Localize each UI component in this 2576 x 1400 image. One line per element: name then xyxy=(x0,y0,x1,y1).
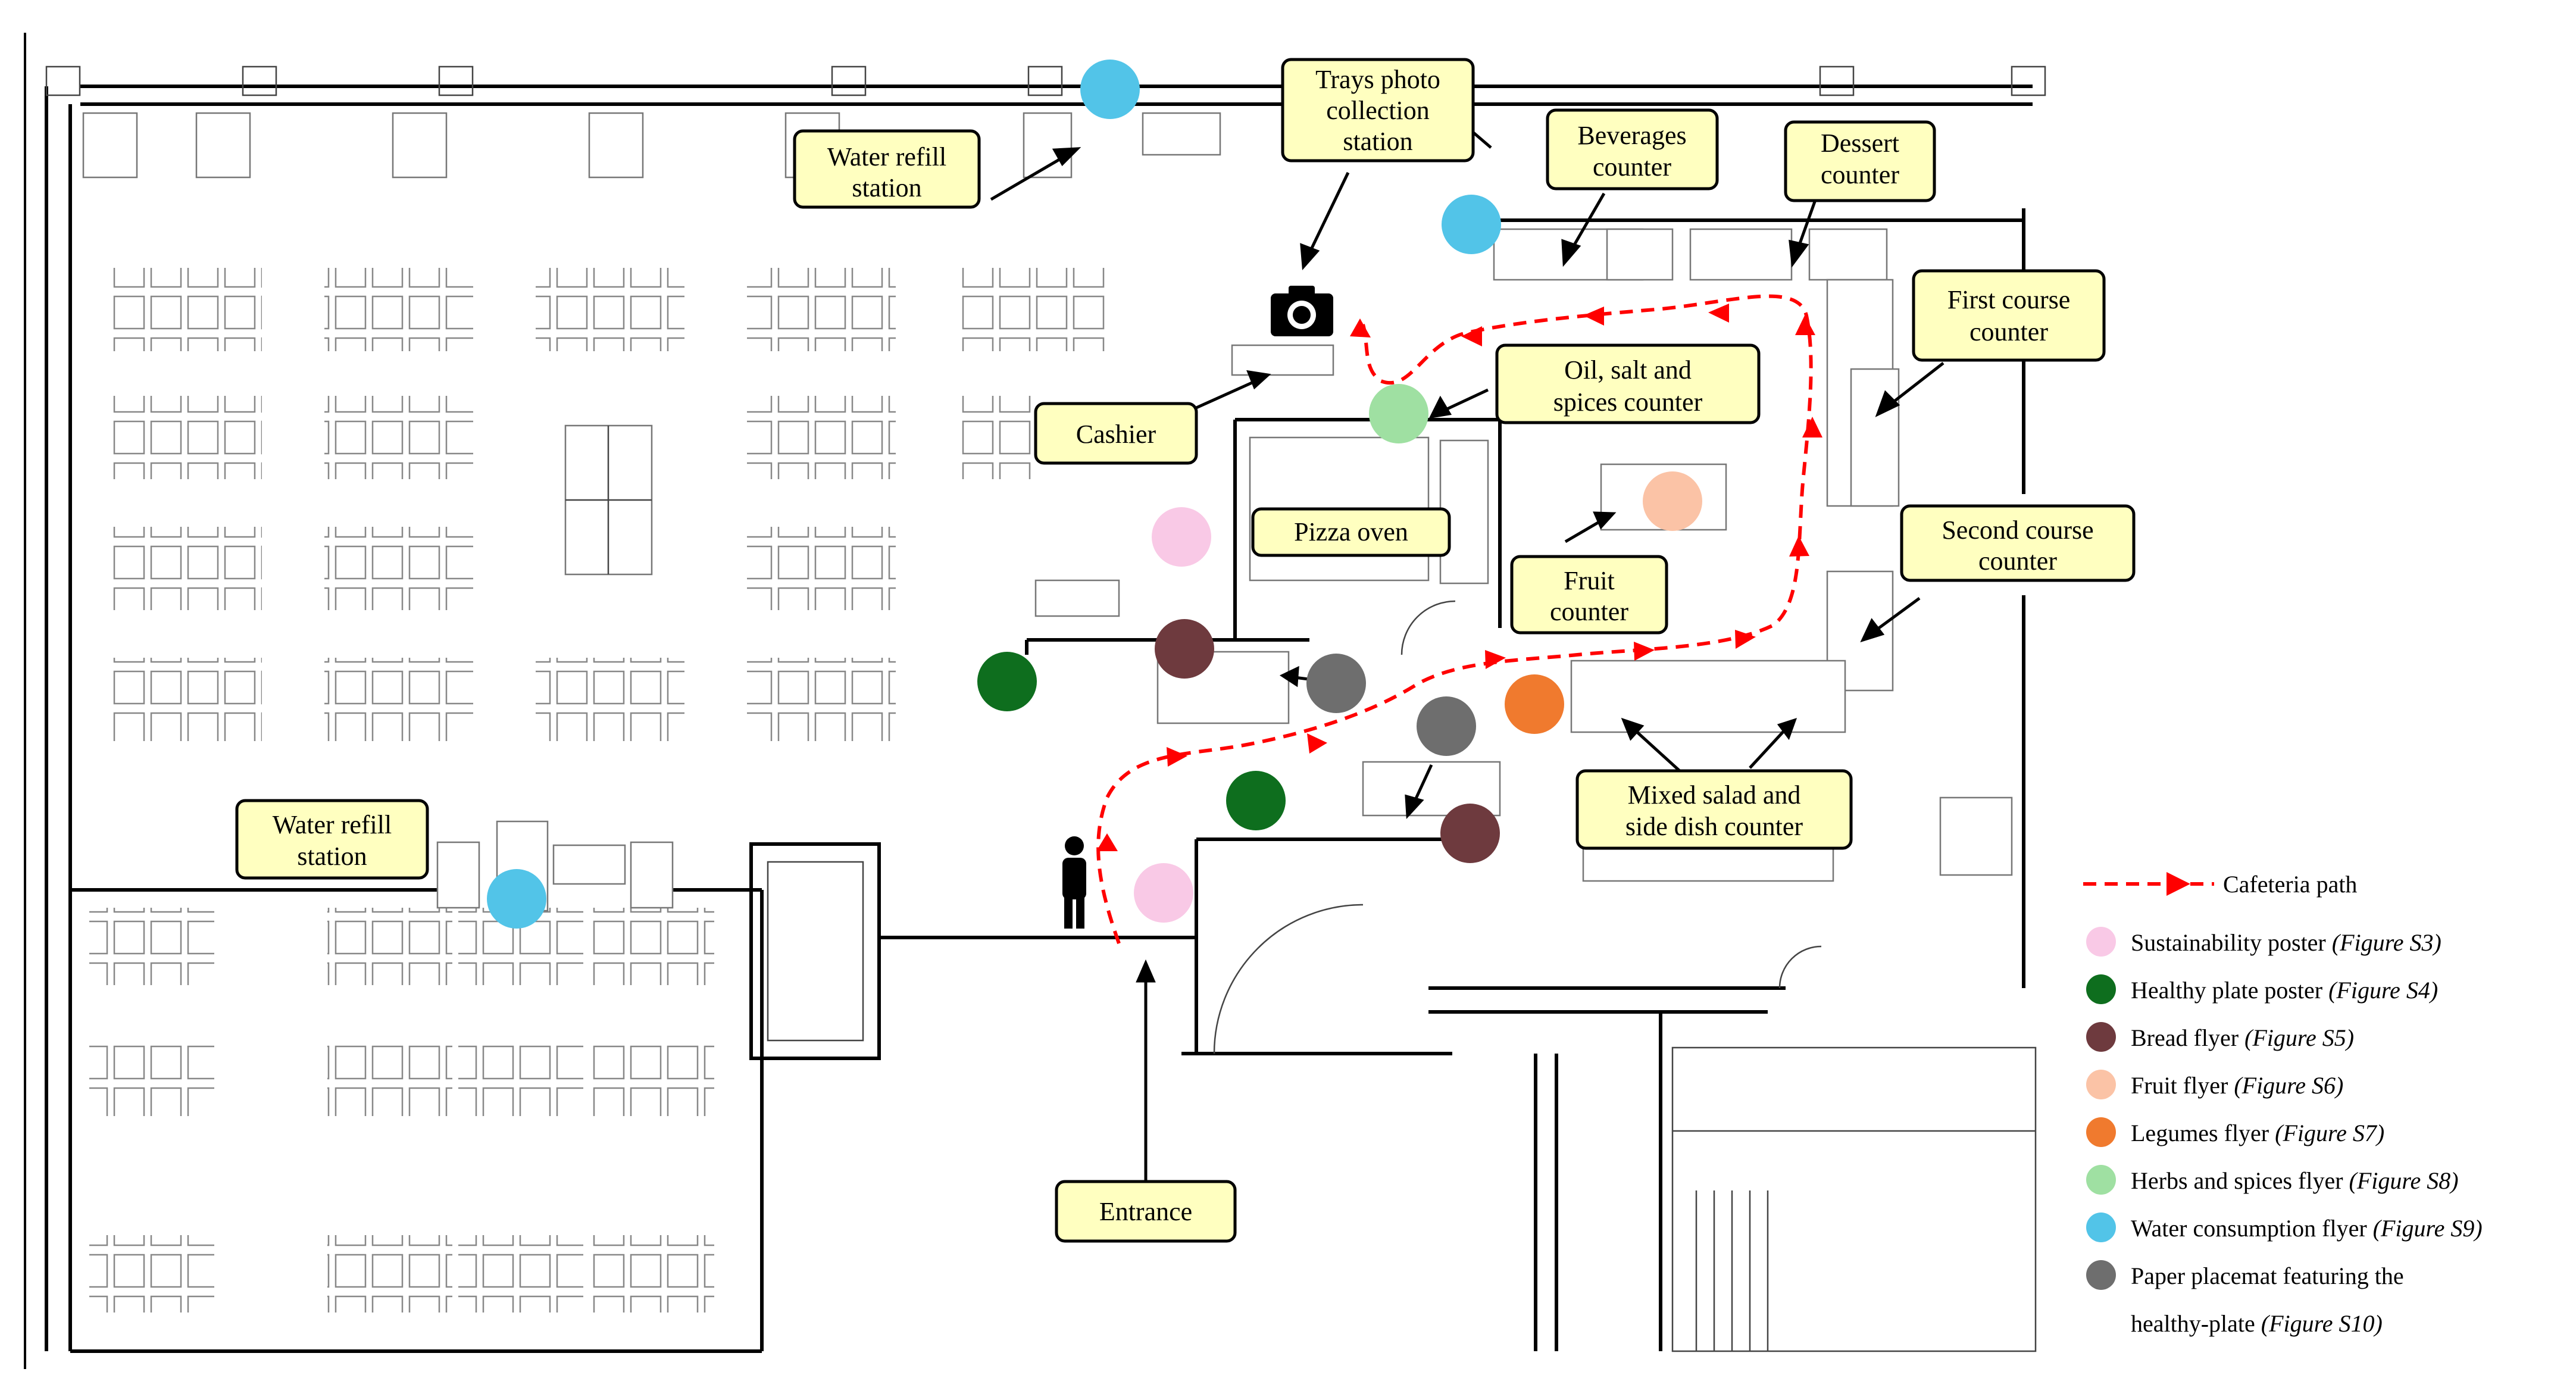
legend: Cafeteria path Sustainability poster (Fi… xyxy=(2083,871,2483,1337)
label-first-course: First course counter xyxy=(1912,269,2106,362)
label-water-refill-top: Water refill station xyxy=(793,129,981,209)
healthy-plate-poster-marker xyxy=(977,652,1037,711)
legend-swatch xyxy=(2086,1117,2116,1147)
svg-text:Healthy plate poster (Figure S: Healthy plate poster (Figure S4) xyxy=(2131,977,2438,1004)
legend-item-paper-placemat: Paper placemat featuring the healthy-pla… xyxy=(2086,1260,2404,1337)
label-oil-salt: Oil, salt and spices counter xyxy=(1495,343,1761,424)
fruit-flyer-marker xyxy=(1643,471,1702,531)
label-water-refill-left: Water refill station xyxy=(235,799,429,880)
pointer-arrows xyxy=(990,129,1944,1185)
cafeteria-path xyxy=(1096,294,1822,944)
sustainability-poster-marker xyxy=(1152,507,1211,567)
svg-text:counter: counter xyxy=(1593,152,1671,182)
legend-swatch xyxy=(2086,1165,2116,1195)
legumes-flyer-marker xyxy=(1505,674,1564,734)
legend-item-water-consumption-flyer: Water consumption flyer (Figure S9) xyxy=(2086,1212,2483,1242)
svg-text:Beverages: Beverages xyxy=(1577,121,1686,150)
svg-text:station: station xyxy=(1343,127,1412,156)
legend-item-healthy-plate-poster: Healthy plate poster (Figure S4) xyxy=(2086,974,2438,1004)
legend-swatch xyxy=(2086,1212,2116,1242)
paper-placemat-marker xyxy=(1306,654,1366,713)
svg-text:Sustainability poster (Figure: Sustainability poster (Figure S3) xyxy=(2131,929,2441,956)
svg-text:Paper placemat featuring the: Paper placemat featuring the xyxy=(2131,1262,2404,1289)
label-mixed-salad: Mixed salad and side dish counter xyxy=(1575,769,1853,850)
legend-item-herbs-spices-flyer: Herbs and spices flyer (Figure S8) xyxy=(2086,1165,2459,1195)
markers xyxy=(487,60,1702,929)
water-consumption-flyer-marker xyxy=(1080,60,1140,119)
svg-text:counter: counter xyxy=(1978,546,2057,576)
svg-text:spices counter: spices counter xyxy=(1553,388,1703,417)
window-benches xyxy=(82,112,1221,179)
camera-icon xyxy=(1271,286,1333,336)
svg-text:Trays photo: Trays photo xyxy=(1315,65,1440,94)
legend-cafeteria-path: Cafeteria path xyxy=(2083,871,2357,898)
label-cashier: Cashier xyxy=(1034,402,1198,465)
label-fruit: Fruit counter xyxy=(1510,555,1668,635)
svg-text:Legumes flyer (Figure S7): Legumes flyer (Figure S7) xyxy=(2131,1120,2384,1146)
svg-text:Entrance: Entrance xyxy=(1099,1197,1192,1226)
svg-text:counter: counter xyxy=(1550,597,1628,626)
svg-text:station: station xyxy=(852,173,921,202)
water-consumption-flyer-marker xyxy=(1442,195,1501,254)
svg-text:Second course: Second course xyxy=(1942,515,2093,545)
legend-swatch xyxy=(2086,974,2116,1004)
healthy-plate-poster-marker xyxy=(1226,771,1286,830)
legend-item-legumes-flyer: Legumes flyer (Figure S7) xyxy=(2086,1117,2384,1147)
svg-text:Fruit flyer (Figure S6): Fruit flyer (Figure S6) xyxy=(2131,1072,2343,1099)
legend-swatch xyxy=(2086,1070,2116,1099)
svg-text:First course: First course xyxy=(1947,285,2071,314)
label-trays-photo: Trays photo collection station xyxy=(1281,58,1475,162)
label-entrance: Entrance xyxy=(1055,1180,1237,1243)
svg-text:Bread flyer (Figure S5): Bread flyer (Figure S5) xyxy=(2131,1024,2354,1051)
legend-item-fruit-flyer: Fruit flyer (Figure S6) xyxy=(2086,1070,2343,1099)
svg-text:counter: counter xyxy=(1821,160,1899,189)
bread-flyer-marker xyxy=(1440,804,1500,863)
dining-tables xyxy=(89,268,1107,1312)
svg-text:Dessert: Dessert xyxy=(1821,129,1899,158)
label-second-course: Second course counter xyxy=(1900,504,2136,582)
svg-text:healthy-plate (Figure S10): healthy-plate (Figure S10) xyxy=(2131,1310,2383,1337)
svg-text:Water consumption flyer (Figur: Water consumption flyer (Figure S9) xyxy=(2131,1215,2483,1242)
legend-swatch xyxy=(2086,1022,2116,1052)
sustainability-poster-marker xyxy=(1134,863,1193,923)
label-dessert: Dessert counter xyxy=(1784,120,1936,202)
legend-item-bread-flyer: Bread flyer (Figure S5) xyxy=(2086,1022,2354,1052)
svg-text:side dish counter: side dish counter xyxy=(1625,812,1803,841)
svg-text:Water refill: Water refill xyxy=(827,142,946,171)
svg-text:Pizza oven: Pizza oven xyxy=(1294,517,1408,546)
svg-text:Cashier: Cashier xyxy=(1076,420,1156,449)
svg-text:Oil, salt and: Oil, salt and xyxy=(1564,355,1692,385)
herbs-spices-flyer-marker xyxy=(1369,384,1428,443)
svg-text:Mixed salad and: Mixed salad and xyxy=(1628,780,1801,810)
legend-item-sustainability-poster: Sustainability poster (Figure S3) xyxy=(2086,927,2441,957)
legend-swatch xyxy=(2086,927,2116,957)
legend-swatch xyxy=(2086,1260,2116,1290)
svg-text:station: station xyxy=(297,842,367,871)
paper-placemat-marker xyxy=(1417,696,1476,756)
label-beverages: Beverages counter xyxy=(1546,108,1719,190)
bread-flyer-marker xyxy=(1155,619,1214,679)
svg-text:Fruit: Fruit xyxy=(1564,566,1615,595)
svg-text:Water refill: Water refill xyxy=(273,810,392,839)
svg-text:counter: counter xyxy=(1969,317,2048,346)
label-pizza-oven: Pizza oven xyxy=(1251,507,1451,557)
svg-text:Herbs and spices flyer (Figure: Herbs and spices flyer (Figure S8) xyxy=(2131,1167,2459,1194)
water-consumption-flyer-marker xyxy=(487,869,546,929)
person-icon xyxy=(1062,836,1086,929)
svg-text:Cafeteria path: Cafeteria path xyxy=(2223,871,2357,898)
svg-text:collection: collection xyxy=(1326,96,1430,125)
